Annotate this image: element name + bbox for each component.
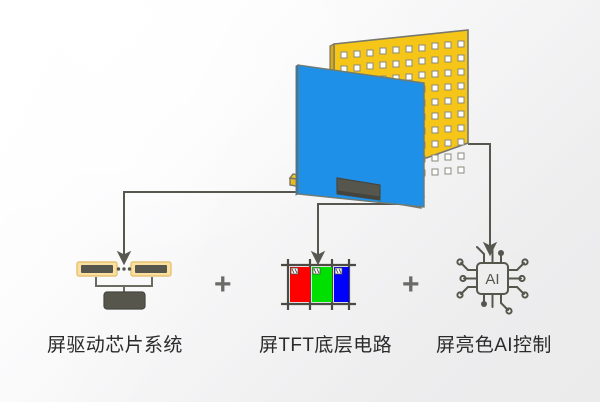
chip-die-right <box>135 265 167 273</box>
controller-box <box>103 291 146 310</box>
chip-die-left <box>81 265 113 273</box>
driver-module-chip <box>336 177 381 201</box>
chip-ellipsis-dots <box>116 267 132 271</box>
plus-operator-1: + <box>214 268 232 301</box>
ai-chip-label: AI <box>485 271 499 288</box>
subpixel-red <box>290 267 310 302</box>
component-labels: 屏驱动芯片系统 屏TFT底层电路 屏亮色AI控制 <box>0 333 600 367</box>
connector-tft <box>310 203 418 266</box>
subpixel-green <box>312 267 332 302</box>
ai-chip-icon[interactable]: AI <box>456 246 529 315</box>
connector-driver <box>116 191 352 266</box>
connector-ai <box>468 143 498 257</box>
chip-traces <box>95 277 153 292</box>
label-tft-backplane-circuit: 屏TFT底层电路 <box>259 335 393 356</box>
subpixel-blue <box>334 267 349 302</box>
connector-lines <box>116 143 498 266</box>
label-driver-chip-system: 屏驱动芯片系统 <box>47 335 183 356</box>
ai-chip-pins <box>463 249 522 308</box>
plus-operator-2: + <box>402 268 420 301</box>
driver-chip-array-icon[interactable] <box>76 261 172 310</box>
ai-chip-nodes <box>456 250 529 315</box>
label-ai-color-control: 屏亮色AI控制 <box>436 335 552 356</box>
display-screen-panel <box>295 64 425 208</box>
tft-transistor-legs <box>291 268 342 274</box>
rgb-subpixel-grid-icon[interactable] <box>281 259 356 310</box>
tft-transistor-marks <box>290 267 343 275</box>
